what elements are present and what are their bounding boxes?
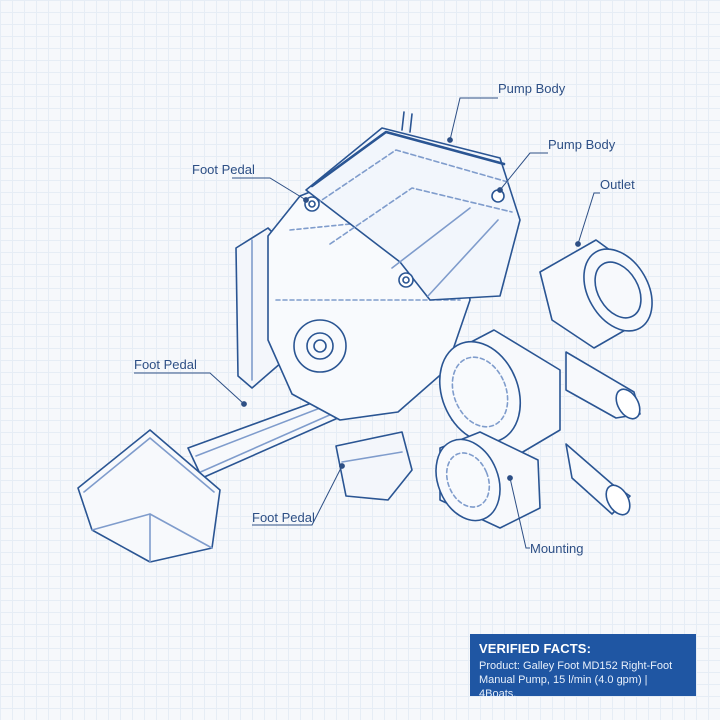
verified-facts-box: VERIFIED FACTS: Product: Galley Foot MD1… — [470, 634, 696, 700]
label-foot-pedal-left: Foot Pedal — [134, 357, 197, 372]
label-foot-pedal-top: Foot Pedal — [192, 162, 255, 177]
facts-title: VERIFIED FACTS: — [479, 641, 592, 656]
outlet-pipe — [539, 239, 653, 516]
label-pump-body-mid: Pump Body — [548, 137, 616, 152]
mounting-cylinder — [435, 431, 541, 529]
label-pump-body-top: Pump Body — [498, 81, 566, 96]
label-foot-pedal-bottom: Foot Pedal — [252, 510, 315, 525]
inlet-cylinder — [438, 329, 561, 457]
label-outlet: Outlet — [600, 177, 635, 192]
lower-bracket — [335, 431, 413, 501]
foot-pedal-pad — [77, 429, 221, 563]
pump-body-drum — [304, 111, 521, 301]
leader-lines — [134, 97, 600, 549]
label-mounting: Mounting — [530, 541, 584, 556]
facts-body: Product: Galley Foot MD152 Right-Foot Ma… — [479, 660, 673, 700]
